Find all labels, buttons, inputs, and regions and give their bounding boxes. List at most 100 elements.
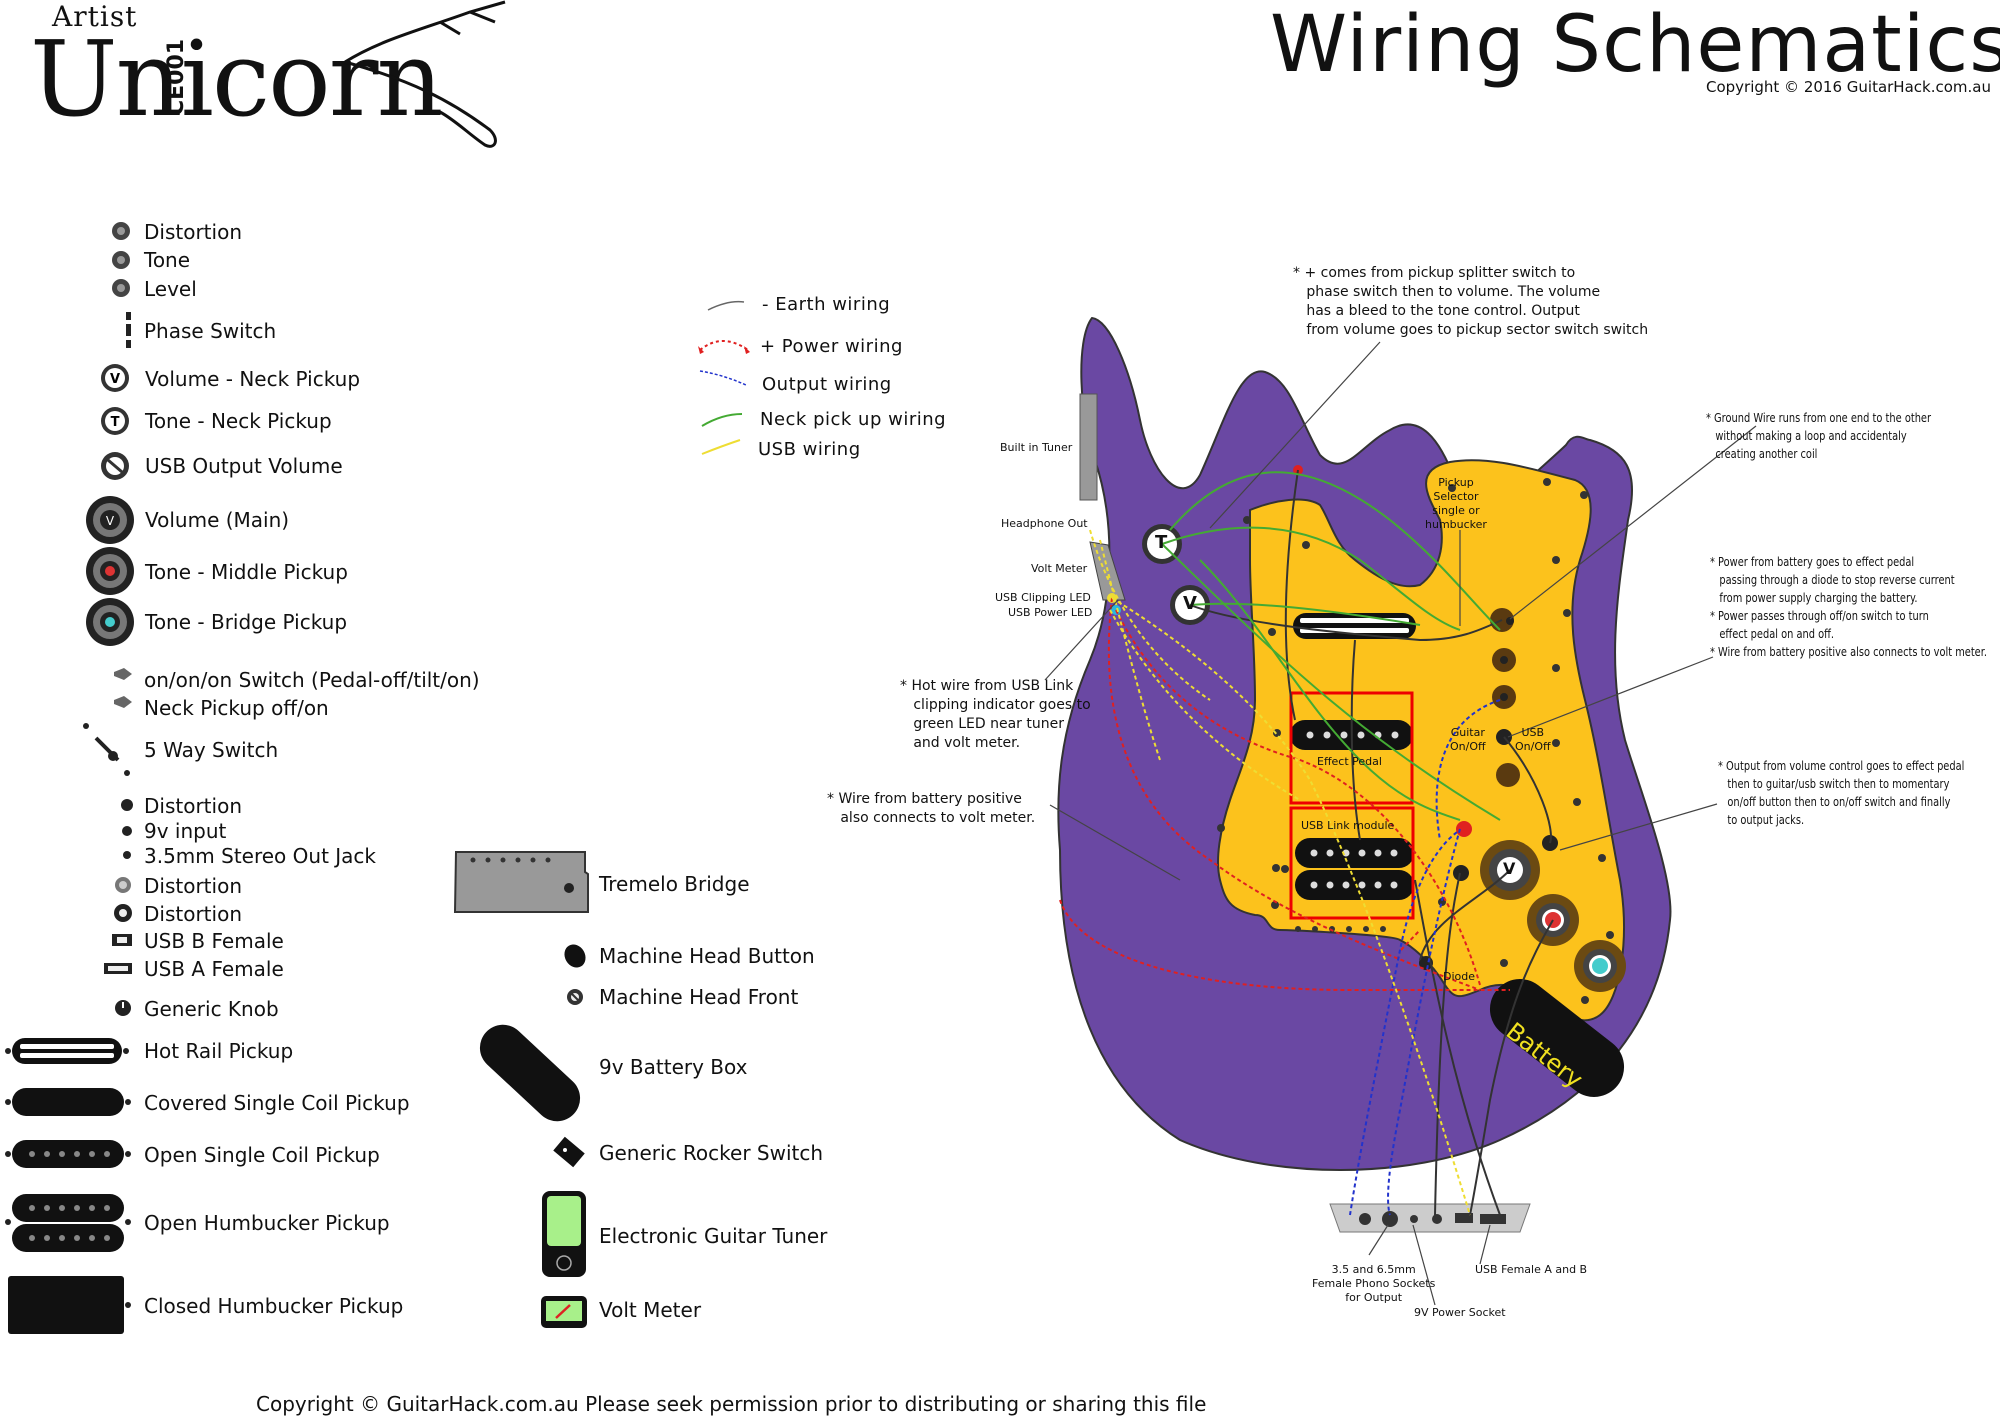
- legend-distortion-1: Distortion: [144, 220, 242, 244]
- wiring-legend-output: Output wiring: [762, 374, 892, 395]
- svg-text:T: T: [111, 415, 120, 430]
- phase-switch-icon: [126, 312, 131, 348]
- legend-usb-a: USB A Female: [144, 957, 284, 981]
- legend-open-humbucker: Open Humbucker Pickup: [144, 1211, 390, 1235]
- neck-hot-rail-pickup: [1293, 613, 1416, 639]
- label-volt-meter: Volt Meter: [1031, 562, 1088, 575]
- tuner-icon: [542, 1191, 586, 1277]
- tone-neck-knob-icon: T: [101, 407, 129, 435]
- footer-copyright: Copyright © GuitarHack.com.au Please see…: [256, 1392, 1207, 1416]
- legend-machine-button: Machine Head Button: [599, 944, 815, 968]
- legend-stereo-jack: 3.5mm Stereo Out Jack: [144, 844, 377, 868]
- volume-main-knob-icon: V: [86, 496, 134, 544]
- tone-middle-knob-icon: [86, 547, 134, 595]
- legend-level: Level: [144, 277, 197, 301]
- note-ground: * Ground Wire runs from one end to the o…: [1706, 411, 1932, 461]
- label-usb-power-led: USB Power LED: [1008, 606, 1093, 619]
- battery-case: [1489, 979, 1625, 1097]
- label-usb-clipping-led: USB Clipping LED: [995, 591, 1091, 604]
- generic-knob-icon: [115, 1000, 131, 1016]
- output-jack-plate: [1329, 1203, 1531, 1233]
- distortion-button-icon: [114, 904, 132, 922]
- legend-volume-main: Volume (Main): [145, 508, 290, 532]
- main-volume-knob-label: V: [1503, 859, 1516, 878]
- wiring-legend-usb: USB wiring: [758, 439, 861, 460]
- neck-offon-switch-icon: [114, 696, 132, 708]
- legend-usb-output-volume: USB Output Volume: [145, 454, 343, 478]
- covered-single-coil-icon: [5, 1088, 131, 1116]
- legend-distortion-3: Distortion: [144, 874, 242, 898]
- note-battery-positive: * Wire from battery positive also connec…: [827, 791, 1036, 826]
- legend-neck-offon: Neck Pickup off/on: [144, 696, 329, 720]
- label-headphone-out: Headphone Out: [1001, 517, 1088, 530]
- label-usb-female-ab: USB Female A and B: [1475, 1263, 1588, 1276]
- label-usb-onoff: USB On/Off: [1515, 726, 1551, 753]
- neck-tone-knob-label: T: [1155, 532, 1168, 553]
- svg-text:V: V: [110, 372, 120, 387]
- note-phase: * + comes from pickup splitter switch to…: [1293, 265, 1649, 338]
- open-humbucker-icon: [5, 1194, 131, 1252]
- logo-artist-text: Artist: [52, 0, 138, 33]
- legend-nine-v-input: 9v input: [144, 819, 227, 843]
- label-usb-link-module: USB Link module: [1301, 819, 1395, 832]
- usb-output-volume-icon: [101, 452, 129, 480]
- open-single-coil-icon: [5, 1140, 131, 1168]
- five-way-switch-icon: [83, 723, 130, 776]
- label-effect-pedal: Effect Pedal: [1317, 755, 1382, 768]
- machine-head-front-icon: [567, 989, 583, 1005]
- battery-box-icon: [479, 1024, 581, 1122]
- hot-rail-pickup-icon: [5, 1038, 129, 1064]
- legend-machine-front: Machine Head Front: [599, 985, 799, 1009]
- machine-head-button-icon: [564, 944, 586, 968]
- legend-tuner: Electronic Guitar Tuner: [599, 1224, 828, 1248]
- legend-volume-neck: Volume - Neck Pickup: [145, 367, 361, 391]
- legend-distortion-4: Distortion: [144, 902, 242, 926]
- wiring-legend-earth: - Earth wiring: [762, 294, 891, 315]
- legend-hot-rail: Hot Rail Pickup: [144, 1039, 294, 1063]
- wiring-legend-neck: Neck pick up wiring: [760, 409, 947, 430]
- legend-volt-meter: Volt Meter: [599, 1298, 702, 1322]
- legend-battery-box: 9v Battery Box: [599, 1055, 748, 1079]
- bridge-tone-knob: [1574, 940, 1626, 992]
- note-usb-link: * Hot wire from USB Link clipping indica…: [900, 678, 1091, 751]
- bridge-humbucker-pickup: [1295, 838, 1414, 900]
- distortion-jack-icon: [121, 799, 133, 811]
- stereo-jack-icon: [123, 851, 131, 859]
- rocker-switch-icon: [553, 1136, 585, 1168]
- legend-distortion-2: Distortion: [144, 794, 242, 818]
- legend-closed-humbucker: Closed Humbucker Pickup: [144, 1294, 404, 1318]
- legend-tone-middle: Tone - Middle Pickup: [145, 560, 348, 584]
- tremelo-bridge-icon: [453, 851, 589, 913]
- label-guitar-onoff: Guitar On/Off: [1450, 726, 1486, 753]
- distortion-knob-icon: [112, 222, 130, 240]
- legend-tone-neck: Tone - Neck Pickup: [145, 409, 332, 433]
- legend-rocker: Generic Rocker Switch: [599, 1141, 824, 1165]
- onon-switch-icon: [114, 668, 132, 680]
- legend-covered-single: Covered Single Coil Pickup: [144, 1091, 410, 1115]
- note-output-chain: * Output from volume control goes to eff…: [1718, 759, 1965, 827]
- label-pickup-selector: Pickup Selector single or humbucker: [1425, 476, 1487, 531]
- level-knob-icon: [112, 279, 130, 297]
- usb-link-box: [1289, 806, 1415, 920]
- legend-five-way: 5 Way Switch: [144, 738, 279, 762]
- legend-phase-switch: Phase Switch: [144, 319, 277, 343]
- header-copyright: Copyright © 2016 GuitarHack.com.au: [1706, 78, 1991, 96]
- usb-b-female-icon: [112, 934, 132, 946]
- usb-a-female-icon: [104, 963, 132, 974]
- volume-neck-knob-icon: V: [101, 364, 129, 392]
- legend-onon-switch: on/on/on Switch (Pedal-off/tilt/on): [144, 668, 480, 692]
- nine-v-input-icon: [122, 826, 132, 836]
- legend-usb-b: USB B Female: [144, 929, 284, 953]
- svg-text:V: V: [106, 514, 115, 528]
- built-in-tuner: [1079, 393, 1098, 501]
- note-power: * Power from battery goes to effect peda…: [1710, 555, 1988, 659]
- page-title: Wiring Schematics: [1270, 0, 2000, 90]
- closed-humbucker-icon: [8, 1276, 131, 1334]
- label-phono-sockets: 3.5 and 6.5mm Female Phono Sockets for O…: [1312, 1263, 1436, 1304]
- distortion-hex-icon: [115, 877, 131, 893]
- legend-generic-knob: Generic Knob: [144, 997, 279, 1021]
- label-power-socket: 9V Power Socket: [1414, 1306, 1506, 1319]
- tone-knob-icon: [112, 251, 130, 269]
